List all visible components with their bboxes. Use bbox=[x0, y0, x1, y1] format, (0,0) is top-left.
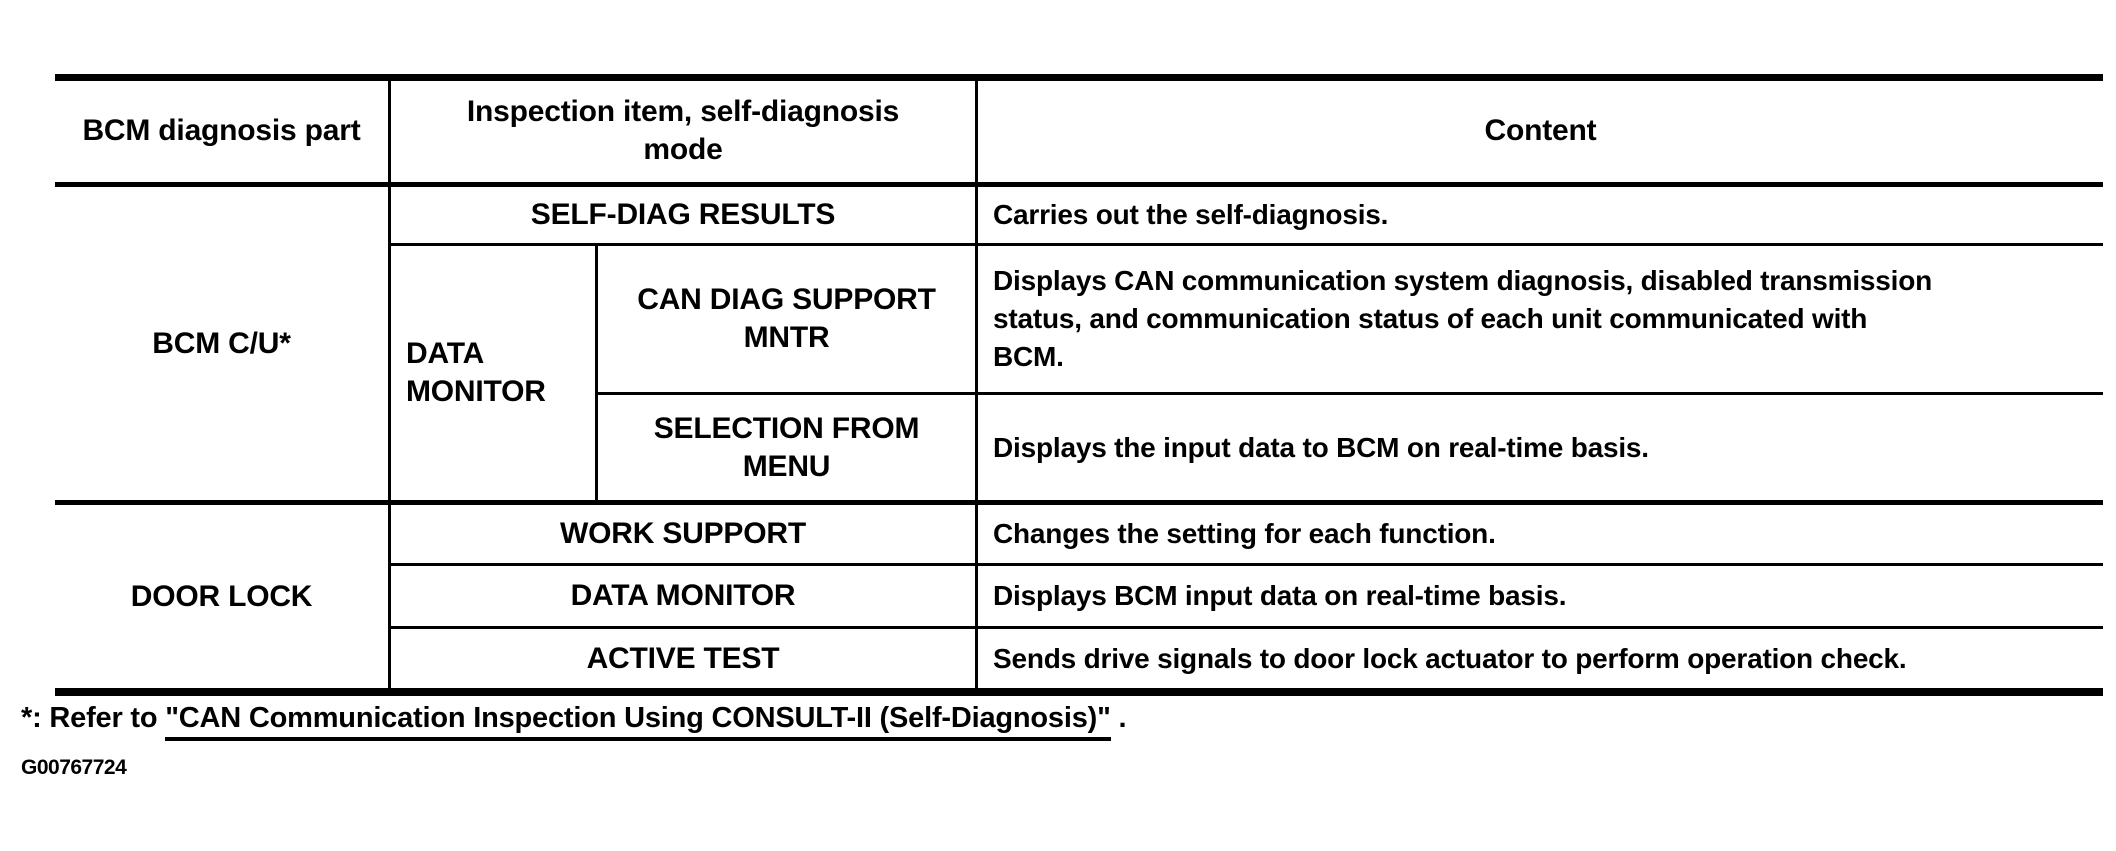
cell-mode-active-test: ACTIVE TEST bbox=[586, 641, 780, 675]
col-divider-part-inspection bbox=[388, 74, 391, 696]
cell-mode-data-monitor: DATA MONITOR bbox=[570, 579, 796, 612]
cell-content-active-test: Sends drive signals to door lock actuato… bbox=[993, 642, 1907, 674]
self-diag-row-rule bbox=[388, 243, 2103, 246]
cell-part-door-lock: DOOR LOCK bbox=[130, 579, 313, 613]
table-border-bottom bbox=[55, 688, 2103, 696]
header-bottom-rule bbox=[55, 182, 2103, 187]
cell-content-data-monitor: Displays BCM input data on real-time bas… bbox=[993, 580, 1567, 611]
cell-content-can-diag-support-mntr: Displays CAN communication system diagno… bbox=[993, 265, 1933, 372]
header-cell-inspection-item: Inspection item, self-diagnosis mode bbox=[466, 94, 900, 166]
work-support-row-rule bbox=[388, 563, 2103, 566]
footnote-suffix: . bbox=[1110, 702, 1127, 734]
can-diag-row-rule bbox=[595, 392, 2103, 395]
footnote-prefix: *: Refer to bbox=[21, 702, 166, 734]
header-cell-content: Content bbox=[1484, 113, 1597, 147]
footnote: *: Refer to "CAN Communication Inspectio… bbox=[21, 700, 1127, 741]
cell-content-selection-from-menu: Displays the input data to BCM on real-t… bbox=[993, 431, 1649, 463]
cell-mode-can-diag-support-mntr: CAN DIAG SUPPORT MNTR bbox=[637, 283, 936, 354]
cell-content-work-support: Changes the setting for each function. bbox=[993, 518, 1496, 549]
cell-group-data-monitor: DATA MONITOR bbox=[406, 337, 546, 408]
cell-mode-self-diag-results: SELF-DIAG RESULTS bbox=[530, 198, 836, 231]
cell-mode-work-support: WORK SUPPORT bbox=[560, 517, 806, 550]
col-divider-data-monitor-sub bbox=[595, 243, 598, 503]
footnote-link[interactable]: "CAN Communication Inspection Using CONS… bbox=[165, 702, 1111, 741]
table-border-top bbox=[55, 74, 2103, 81]
figure-id: G00767724 bbox=[21, 756, 127, 779]
cell-mode-selection-from-menu: SELECTION FROM MENU bbox=[653, 411, 920, 483]
data-monitor-row-rule bbox=[388, 626, 2103, 629]
cell-part-bcm-cu: BCM C/U* bbox=[152, 326, 291, 360]
section-divider-rule bbox=[55, 500, 2103, 505]
header-cell-bcm-diagnosis-part: BCM diagnosis part bbox=[82, 113, 361, 147]
col-divider-inspection-content bbox=[975, 74, 978, 696]
cell-content-self-diag-results: Carries out the self-diagnosis. bbox=[993, 199, 1389, 230]
